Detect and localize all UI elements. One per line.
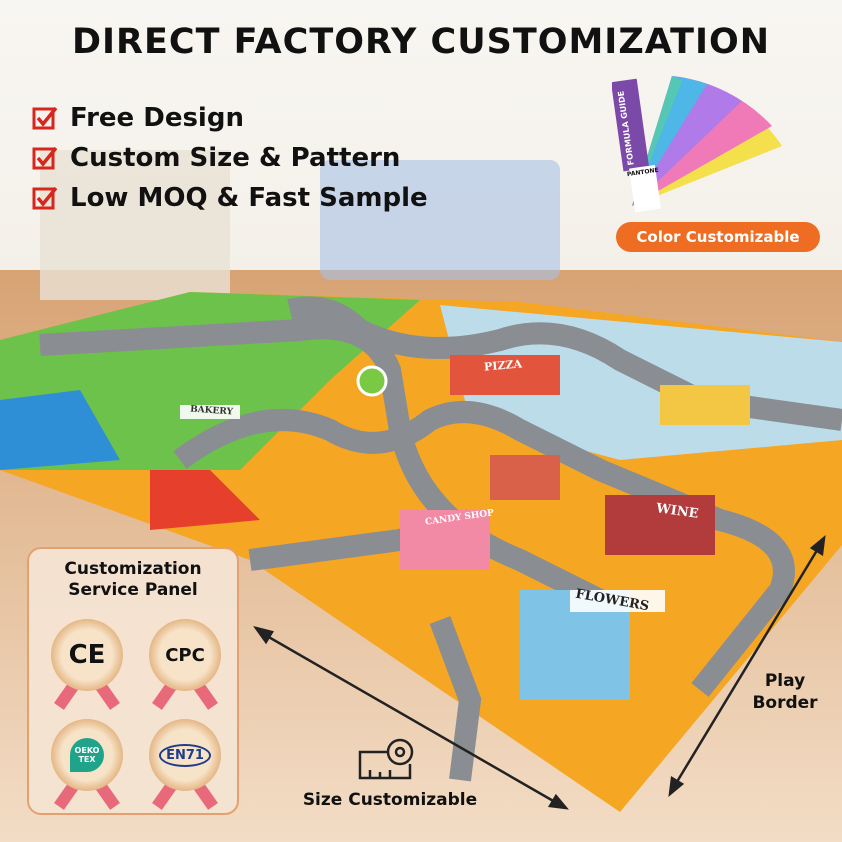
pantone-swatch-fan <box>612 76 782 213</box>
feature-free-design: Free Design <box>32 98 428 138</box>
feature-custom-size: Custom Size & Pattern <box>32 138 428 178</box>
feature-label: Custom Size & Pattern <box>70 143 401 173</box>
checkbox-icon <box>32 186 58 210</box>
panel-title: Customization Service Panel <box>64 559 202 600</box>
feature-label: Low MOQ & Fast Sample <box>70 183 428 213</box>
page-title: DIRECT FACTORY CUSTOMIZATION <box>71 22 771 62</box>
feature-label: Free Design <box>70 103 244 133</box>
color-customizable-badge: Color Customizable <box>616 222 820 252</box>
tape-measure-icon <box>358 738 414 780</box>
size-customizable-label: Size Customizable <box>302 790 478 810</box>
feature-low-moq: Low MOQ & Fast Sample <box>32 178 428 218</box>
play-border-label: Play Border <box>752 671 818 713</box>
bed <box>320 160 560 280</box>
shelf <box>40 150 230 300</box>
size-arrow <box>253 535 826 810</box>
feature-list: Free Design Custom Size & Pattern Low MO… <box>32 98 428 218</box>
ce-badge: CE <box>47 619 127 710</box>
play-mat <box>0 292 842 812</box>
checkbox-icon <box>32 146 58 170</box>
checkbox-icon <box>32 106 58 130</box>
service-panel: Customization Service Panel CE CPC OEKO … <box>27 547 239 815</box>
oeko-tex-badge: OEKO TEX <box>47 719 127 810</box>
cpc-badge: CPC <box>145 619 225 710</box>
en71-badge: EN71 <box>145 719 225 810</box>
pizza-sign: PIZZA <box>483 357 523 374</box>
